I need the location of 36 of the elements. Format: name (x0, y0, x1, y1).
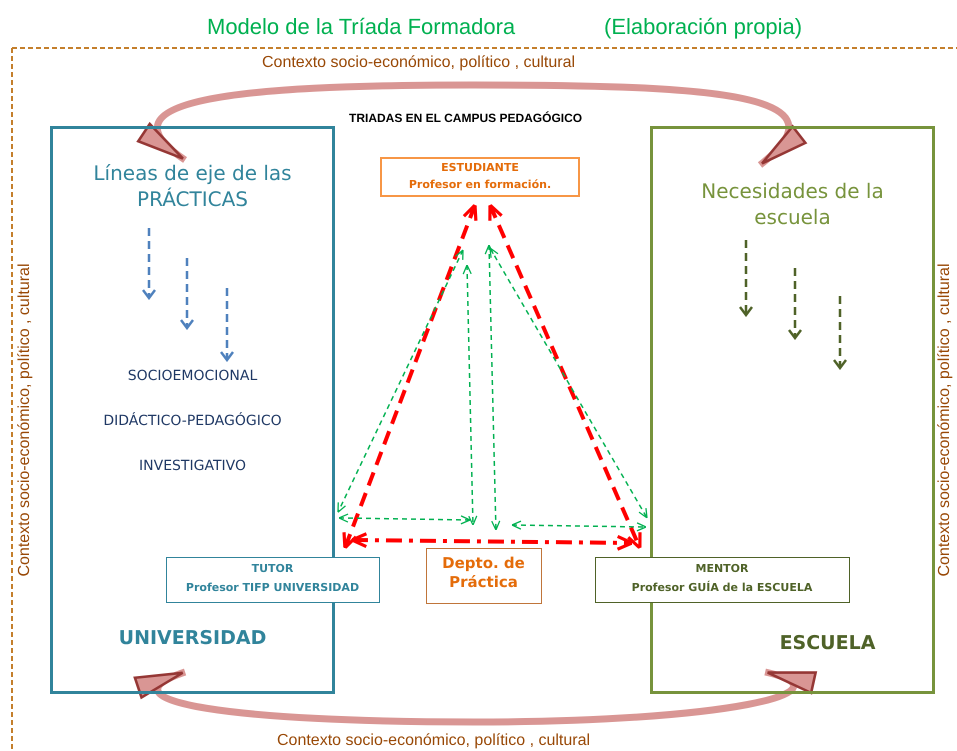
arrow (511, 520, 647, 532)
role-title: ESTUDIANTE (440, 161, 520, 176)
axis-line-text: INVESTIGATIVO (138, 457, 247, 476)
arrow (342, 203, 478, 550)
arrow (134, 668, 817, 726)
student-box (380, 157, 580, 197)
arrow (462, 264, 478, 526)
panel-heading: Necesidades de la escuela (700, 178, 885, 230)
department-name: Depto. de Práctica (441, 554, 526, 592)
context-label: Contexto socio-económico, político , cultural (277, 732, 590, 750)
role-title: MENTOR (694, 562, 750, 576)
context-label: Contexto socio-económico, político , cultural (16, 263, 34, 577)
panel-title: ESCUELA (778, 631, 876, 656)
context-label: Contexto socio-económico, político , cultural (936, 263, 954, 577)
context-label: Contexto socio-económico, político , cultural (262, 54, 576, 72)
diagram-title: Modelo de la Tríada Formadora (207, 14, 516, 40)
source-note: (Elaboración propia) (604, 14, 802, 40)
arrow (338, 513, 471, 524)
axis-line-text: DIDÁCTICO-PEDAGÓGICO (102, 412, 283, 430)
arrow (337, 249, 464, 513)
arrow (489, 247, 648, 519)
arrow (484, 244, 500, 531)
arrow (350, 532, 634, 551)
role-description: Profesor en formación. (408, 178, 552, 192)
mentor-box (595, 557, 850, 603)
arrow (138, 82, 805, 168)
tutor-box (166, 557, 380, 603)
role-description: Profesor GUÍA de la ESCUELA (630, 580, 814, 595)
panel-heading: Líneas de eje de las PRÁCTICAS (92, 160, 293, 212)
arrow (488, 203, 642, 550)
department-box (426, 548, 542, 604)
role-title: TUTOR (250, 562, 294, 576)
panel-title: UNIVERSIDAD (118, 626, 268, 651)
axis-line-text: SOCIOEMOCIONAL (126, 367, 258, 386)
role-description: Profesor TIFP UNIVERSIDAD (184, 580, 360, 595)
section-heading: TRIADAS EN EL CAMPUS PEDAGÓGICO (349, 111, 582, 125)
